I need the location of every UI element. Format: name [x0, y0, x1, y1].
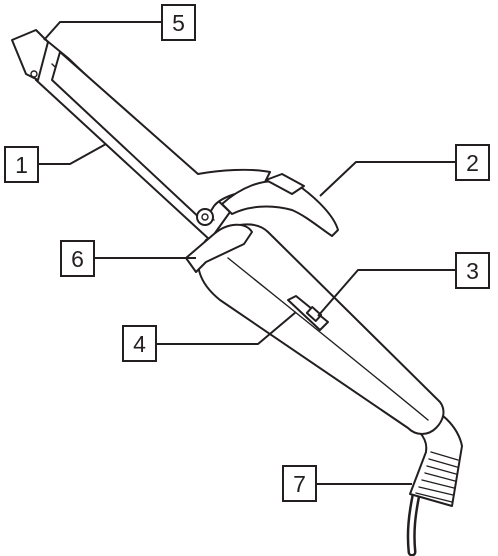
- cool-tip: [11, 29, 49, 81]
- callout-label-4: 4: [133, 331, 146, 357]
- callout-4: 4: [122, 325, 157, 362]
- clamp-lever: [221, 173, 339, 237]
- callout-label-3: 3: [466, 258, 479, 284]
- leader-line-1: [38, 143, 107, 165]
- callout-label-7: 7: [293, 471, 306, 497]
- callout-6: 6: [60, 240, 95, 277]
- callout-label-5: 5: [172, 10, 185, 36]
- swivel-ribs: [415, 451, 459, 503]
- callout-5: 5: [161, 4, 196, 41]
- leader-line-5: [43, 21, 162, 41]
- leader-line-4: [156, 311, 297, 345]
- power-cord-highlight: [409, 493, 418, 554]
- callout-2: 2: [455, 144, 490, 181]
- power-switch: [287, 295, 329, 331]
- callout-3: 3: [455, 252, 490, 289]
- callout-label-6: 6: [71, 246, 84, 272]
- callout-7: 7: [282, 465, 317, 502]
- hinge-pivot: [196, 208, 214, 226]
- front-guard: [185, 223, 253, 273]
- leader-line-2: [319, 161, 456, 197]
- callout-label-1: 1: [15, 152, 28, 178]
- leader-line-3: [317, 269, 456, 317]
- callout-label-2: 2: [466, 150, 479, 176]
- leader-lines: [38, 21, 456, 485]
- callout-1: 1: [4, 146, 39, 183]
